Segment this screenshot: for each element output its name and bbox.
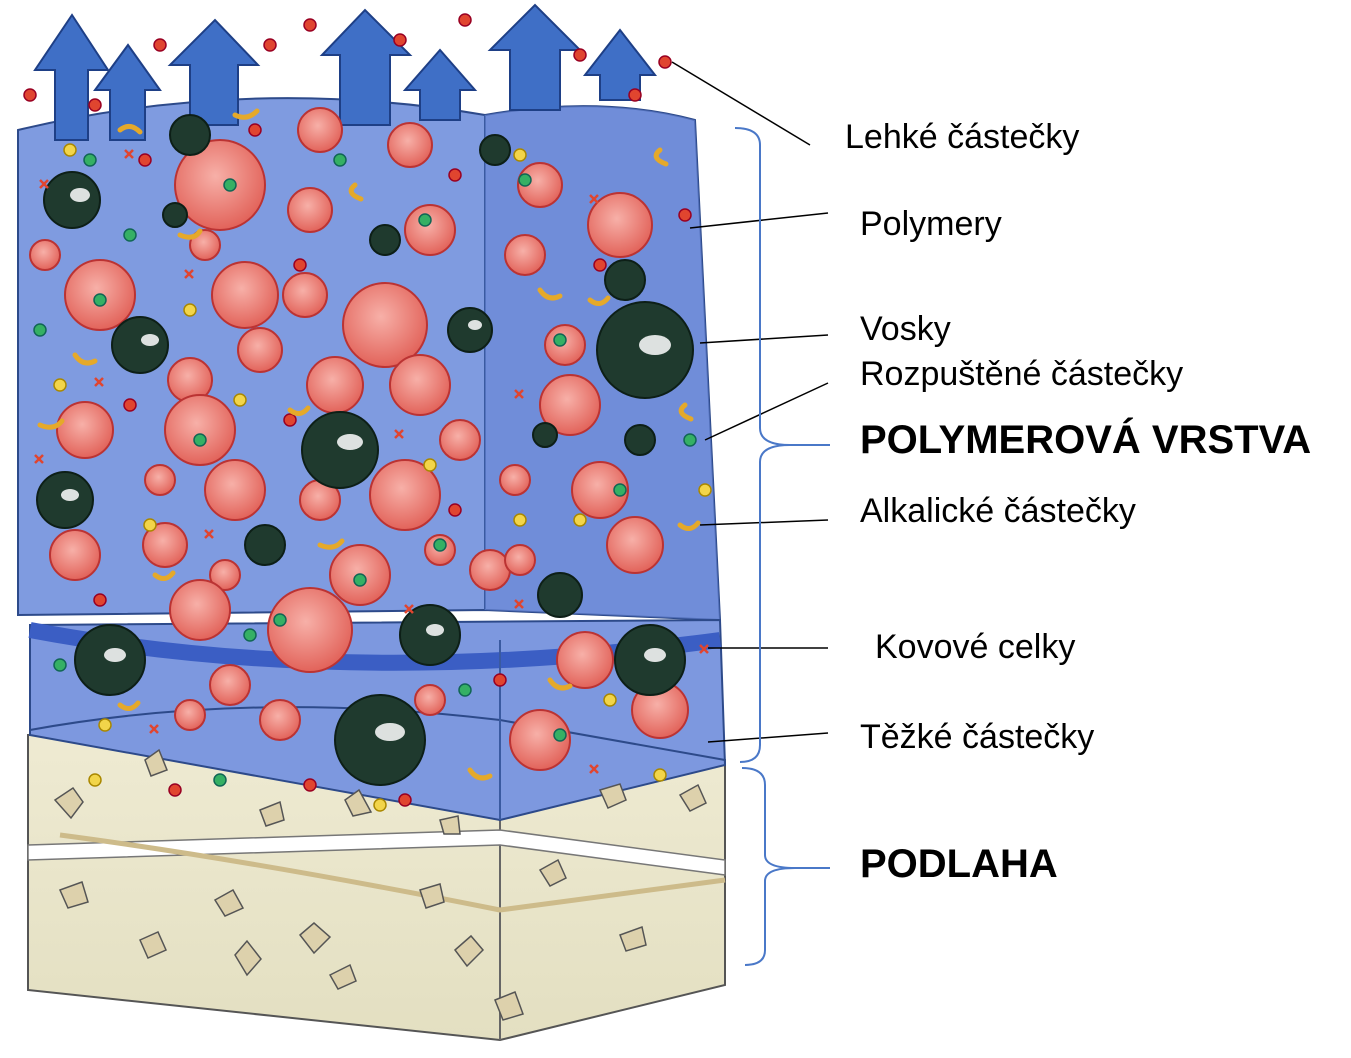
label-waxes: Vosky (860, 310, 951, 349)
label-dissolved-particles: Rozpuštěné částečky (860, 355, 1183, 394)
polymer-layer-brace (735, 128, 830, 762)
label-floor: PODLAHA (860, 842, 1058, 887)
label-metal-units: Kovové celky (875, 628, 1075, 667)
label-light-particles: Lehké částečky (845, 118, 1079, 157)
label-heavy-particles: Těžké částečky (860, 718, 1094, 757)
label-polymer-layer: POLYMEROVÁ VRSTVA (860, 418, 1311, 463)
label-alkaline-particles: Alkalické částečky (860, 492, 1136, 531)
label-polymers: Polymery (860, 205, 1002, 244)
floor-brace (742, 768, 830, 965)
